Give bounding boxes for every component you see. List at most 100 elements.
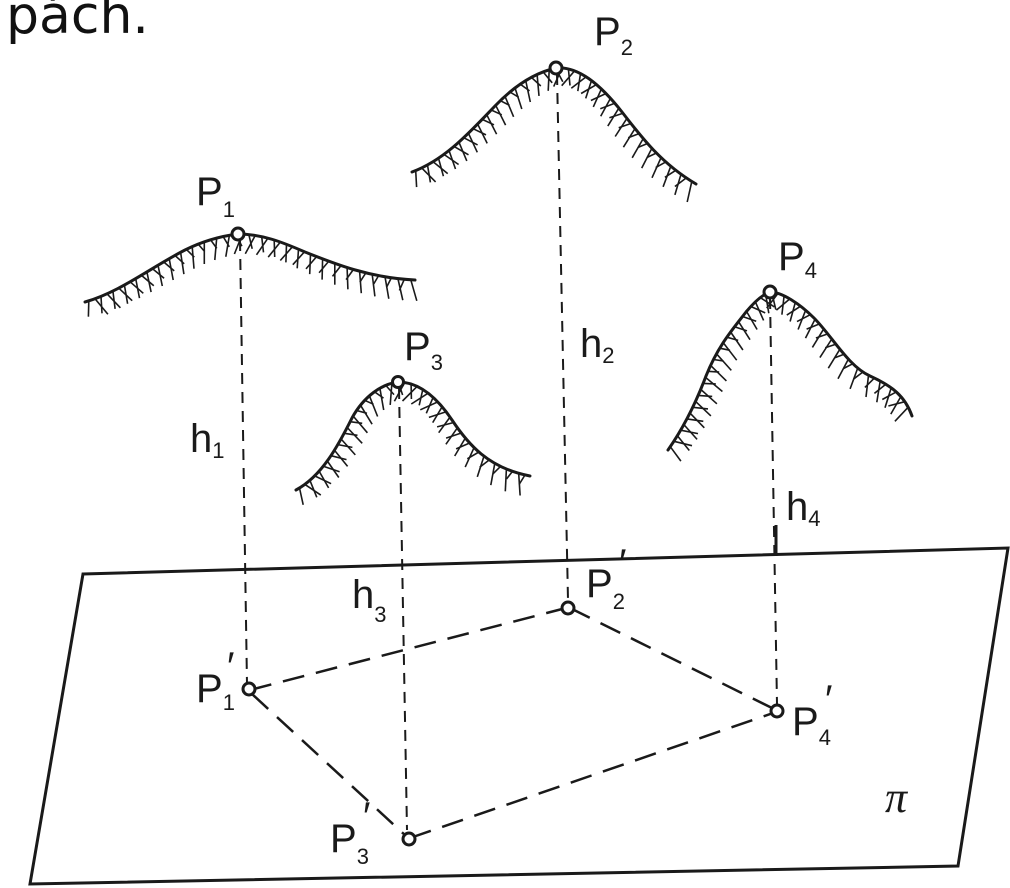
hatch-stroke [479, 459, 490, 468]
hatch-stroke [888, 400, 906, 407]
hatch-stroke [742, 315, 757, 322]
label-h4: h4 [786, 485, 821, 531]
hatch-stroke [824, 343, 837, 349]
hatch-stroke [359, 404, 373, 425]
hatch-stroke [683, 424, 698, 440]
hatch-stroke [881, 391, 897, 401]
point-p2 [548, 60, 564, 76]
hatch-stroke [337, 443, 353, 449]
hatch-stroke [314, 475, 332, 485]
edge-p3-p4 [409, 710, 777, 840]
hatch-stroke [191, 246, 195, 269]
hatch-stroke [669, 446, 682, 462]
hatch-stroke [618, 122, 632, 129]
label-p4: P4 [778, 235, 817, 283]
hatch-stroke [428, 411, 447, 419]
hatch-stroke [876, 380, 881, 403]
hatch-stroke [134, 278, 141, 299]
hatch-stroke [530, 76, 542, 87]
hatch-stroke [695, 400, 712, 417]
hatch-stroke [485, 114, 498, 135]
hatch-stroke [827, 348, 841, 369]
hatch-stroke [472, 127, 487, 136]
hatch-stroke [344, 432, 358, 437]
hatch-stroke [476, 123, 488, 144]
hatch-stroke [609, 112, 624, 119]
hatch-stroke [255, 237, 269, 256]
hatch-stroke [722, 342, 738, 361]
hatch-stroke [151, 267, 165, 279]
hatch-stroke [123, 284, 129, 304]
point-p1 [230, 226, 246, 242]
projector-p3 [398, 387, 408, 831]
hatch-stroke [524, 80, 532, 103]
label-plane-pi: π [885, 773, 909, 822]
hatch-stroke [352, 415, 369, 434]
hatch-stroke [330, 454, 347, 461]
hatch-stroke [890, 396, 902, 415]
point-p2-prime [560, 600, 576, 616]
hatch-stroke [786, 305, 802, 316]
hatch-stroke [436, 421, 454, 428]
hatch-stroke [349, 420, 363, 425]
hatch-stroke [729, 331, 744, 351]
hatch-stroke [410, 279, 418, 302]
hatch-stroke [112, 290, 116, 309]
hatch-stroke [345, 269, 355, 281]
hatch-stroke [244, 235, 257, 255]
hatch-stroke [140, 274, 155, 287]
hatch-stroke [379, 388, 385, 411]
hatch-stroke [448, 150, 457, 170]
hatch-stroke [796, 313, 811, 323]
hatch-stroke [873, 383, 887, 395]
projector-p4 [769, 297, 778, 705]
hatch-stroke [775, 298, 791, 311]
terrain-hatching [87, 67, 909, 505]
hatch-stroke [686, 418, 704, 423]
hatch-stroke [843, 362, 854, 370]
hatch-stroke [401, 385, 418, 402]
hatch-stroke [600, 102, 616, 110]
hatch-stroke [806, 323, 820, 330]
hatch-stroke [385, 384, 395, 396]
hatch-stroke [371, 274, 376, 297]
hatch-stroke [580, 83, 597, 95]
edge-p2-p4 [569, 606, 777, 712]
point-p3-prime [401, 831, 417, 847]
plane-pi [28, 546, 1010, 886]
label-p3: P3 [404, 325, 443, 375]
hatch-stroke [385, 277, 393, 288]
hatch-stroke [373, 275, 380, 285]
label-h2: h2 [580, 322, 615, 368]
hatch-stroke [811, 328, 825, 348]
hatch-stroke [864, 377, 875, 388]
label-p2-prime: P2′ [586, 542, 626, 614]
hatch-stroke [331, 265, 342, 277]
hatch-stroke [248, 234, 253, 249]
hatch-stroke [318, 470, 330, 489]
hatch-stroke [298, 487, 304, 505]
hatch-stroke [384, 276, 390, 299]
label-p2: P2 [594, 10, 633, 60]
hatch-stroke [590, 92, 607, 102]
hatch-stroke [398, 278, 406, 291]
hatch-stroke [542, 71, 553, 84]
hatch-stroke [260, 236, 265, 253]
hatch-stroke [179, 252, 185, 275]
hatch-stroke [504, 95, 515, 118]
label-p3-prime: P3′ [330, 795, 370, 869]
hatch-stroke [536, 74, 540, 96]
hatch-stroke [467, 132, 479, 153]
hatch-stroke [326, 460, 340, 478]
hatch-stroke [359, 272, 367, 283]
hatch-stroke [100, 296, 103, 314]
hatch-stroke [305, 256, 318, 270]
hatch-stroke [455, 442, 470, 450]
hatch-stroke [547, 69, 550, 91]
hatch-stroke [745, 310, 758, 330]
hatch-stroke [834, 353, 845, 359]
hatch-stroke [318, 260, 330, 274]
edge-p1-p2 [249, 606, 567, 692]
